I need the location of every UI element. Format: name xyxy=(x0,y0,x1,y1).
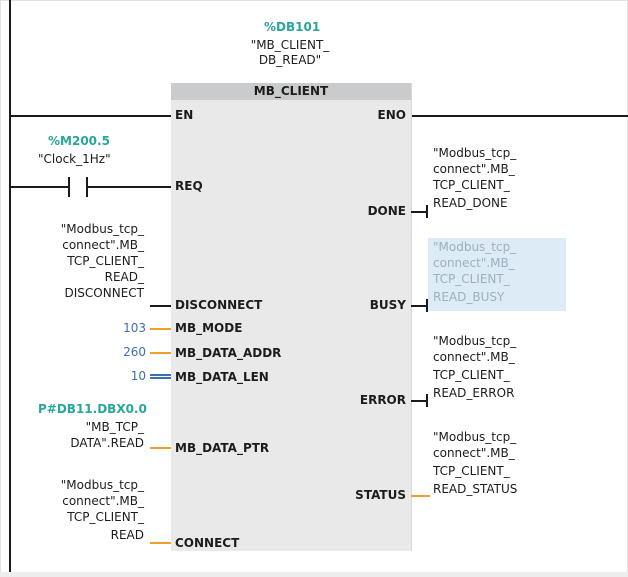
busy-operand-line3[interactable]: TCP_CLIENT_ xyxy=(433,272,510,286)
pin-mb-mode: MB_MODE xyxy=(175,321,243,335)
contact-left-wire xyxy=(11,186,68,188)
done-operand-line4[interactable]: READ_DONE xyxy=(433,196,508,210)
connect-operand-line3[interactable]: TCP_CLIENT_ xyxy=(67,510,144,524)
connect-operand-line1[interactable]: "Modbus_tcp_ xyxy=(60,478,144,492)
done-operand-line3[interactable]: TCP_CLIENT_ xyxy=(433,178,510,192)
mb-data-addr-stub xyxy=(150,352,171,354)
connect-operand-line2[interactable]: connect".MB_ xyxy=(62,494,144,508)
mb-mode-stub xyxy=(150,328,171,330)
function-block-header xyxy=(171,83,411,100)
mb-mode-value[interactable]: 103 xyxy=(123,321,146,335)
busy-operand-line1[interactable]: "Modbus_tcp_ xyxy=(433,240,517,254)
status-operand-line3[interactable]: TCP_CLIENT_ xyxy=(433,464,510,478)
error-stub-bar xyxy=(426,394,428,407)
bottom-scrollbar-strip xyxy=(0,572,628,577)
disconnect-stub xyxy=(150,305,171,307)
pin-error: ERROR xyxy=(359,393,406,407)
pin-done: DONE xyxy=(367,204,406,218)
error-stub xyxy=(411,400,428,402)
busy-stub xyxy=(411,305,428,307)
en-wire xyxy=(11,115,171,117)
done-stub-bar xyxy=(426,205,428,218)
pin-req: REQ xyxy=(175,179,203,193)
error-operand-line3[interactable]: TCP_CLIENT_ xyxy=(433,368,510,382)
req-address[interactable]: %M200.5 xyxy=(48,134,110,148)
disconnect-operand-line5[interactable]: DISCONNECT xyxy=(64,286,144,300)
req-wire xyxy=(88,186,171,188)
pin-en: EN xyxy=(175,108,194,122)
mb-data-ptr-line2[interactable]: DATA".READ xyxy=(70,436,144,450)
mb-data-addr-value[interactable]: 260 xyxy=(123,345,146,359)
disconnect-operand-line4[interactable]: READ_ xyxy=(104,270,144,284)
status-operand-line1[interactable]: "Modbus_tcp_ xyxy=(433,430,517,444)
mb-data-len-value[interactable]: 10 xyxy=(130,369,146,383)
pin-status: STATUS xyxy=(355,488,406,502)
disconnect-operand-line2[interactable]: connect".MB_ xyxy=(62,238,144,252)
done-operand-line1[interactable]: "Modbus_tcp_ xyxy=(433,146,517,160)
error-operand-line4[interactable]: READ_ERROR xyxy=(433,386,515,400)
pin-busy: BUSY xyxy=(369,298,406,312)
instance-db-address[interactable]: %DB101 xyxy=(264,20,321,34)
disconnect-operand-line3[interactable]: TCP_CLIENT_ xyxy=(67,254,144,268)
busy-operand-line2[interactable]: connect".MB_ xyxy=(433,256,515,270)
busy-stub-bar xyxy=(426,299,428,312)
mb-data-ptr-stub xyxy=(150,447,171,449)
mb-data-ptr-address[interactable]: P#DB11.DBX0.0 xyxy=(38,402,147,416)
mb-data-len-stub xyxy=(150,374,171,379)
pin-eno: ENO xyxy=(377,108,406,122)
function-block-title: MB_CLIENT xyxy=(253,84,329,98)
connect-stub xyxy=(150,542,171,544)
pin-disconnect: DISCONNECT xyxy=(175,298,263,312)
status-stub xyxy=(411,495,430,497)
connect-operand-line4[interactable]: READ xyxy=(110,528,144,542)
pin-mb-data-ptr: MB_DATA_PTR xyxy=(175,441,270,455)
busy-operand-highlight xyxy=(428,238,566,311)
req-name[interactable]: "Clock_1Hz" xyxy=(38,152,111,166)
instance-db-name-line1: "MB_CLIENT_ xyxy=(250,38,330,52)
disconnect-operand-line1[interactable]: "Modbus_tcp_ xyxy=(60,222,144,236)
done-stub xyxy=(411,211,428,213)
contact-right-bar xyxy=(86,177,88,197)
busy-operand-line4[interactable]: READ_BUSY xyxy=(433,290,505,304)
power-rail xyxy=(9,0,11,577)
error-operand-line2[interactable]: connect".MB_ xyxy=(433,350,515,364)
mb-data-ptr-line1[interactable]: "MB_TCP_ xyxy=(85,420,144,434)
pin-mb-data-len: MB_DATA_LEN xyxy=(175,370,269,384)
done-operand-line2[interactable]: connect".MB_ xyxy=(433,162,515,176)
function-block-body[interactable] xyxy=(171,83,412,551)
status-operand-line2[interactable]: connect".MB_ xyxy=(433,446,515,460)
pin-mb-data-addr: MB_DATA_ADDR xyxy=(175,346,282,360)
eno-wire xyxy=(411,115,628,117)
error-operand-line1[interactable]: "Modbus_tcp_ xyxy=(433,334,517,348)
status-operand-line4[interactable]: READ_STATUS xyxy=(433,482,518,496)
contact-left-bar xyxy=(68,177,70,197)
pin-connect: CONNECT xyxy=(175,536,240,550)
instance-db-name-line2: DB_READ" xyxy=(258,53,322,67)
